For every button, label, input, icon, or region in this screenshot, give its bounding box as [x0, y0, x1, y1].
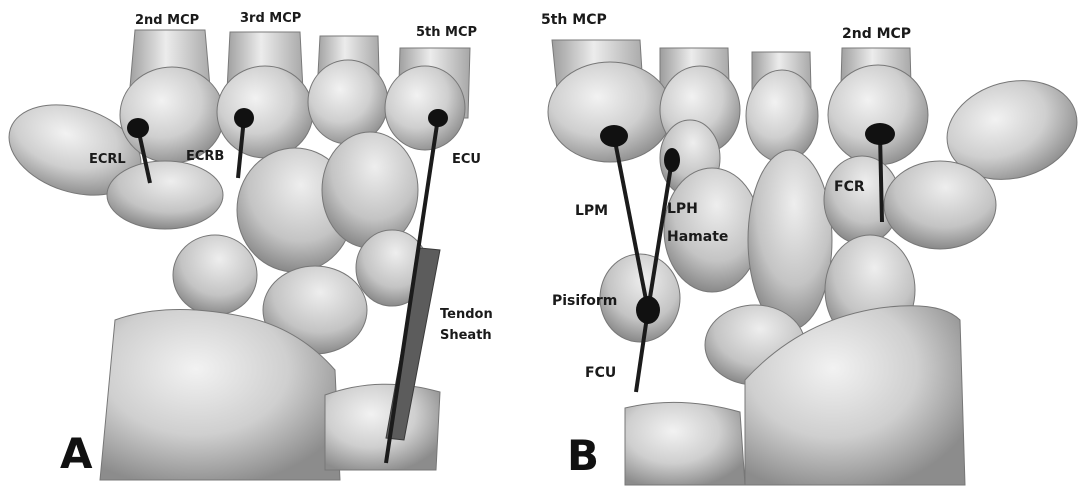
label-ecu: ECU	[452, 152, 481, 167]
hamate-a	[322, 132, 418, 248]
ecrb-insertion	[234, 108, 254, 128]
label-tendon-sheath-line1: Tendon	[440, 307, 493, 322]
ulna-a	[325, 384, 440, 470]
label-hamate: Hamate	[667, 229, 728, 245]
lpm-insertion	[600, 125, 628, 147]
metacarpal-4-base-a	[308, 60, 388, 144]
label-pisiform: Pisiform	[552, 293, 617, 309]
panel-letter-a: A	[60, 429, 93, 478]
fcr-insertion	[865, 123, 895, 145]
metacarpal-5-base-a	[385, 66, 465, 150]
label-lph: LPH	[667, 201, 698, 217]
ulna-b	[625, 402, 745, 485]
label-ecrb: ECRB	[186, 149, 224, 164]
metacarpal-3-base-a	[217, 66, 313, 158]
trapezium-a	[107, 161, 223, 229]
label-ecrl: ECRL	[89, 152, 126, 167]
label-lpm: LPM	[575, 203, 608, 219]
panel-letter-b: B	[567, 431, 599, 480]
capitate-b	[748, 150, 832, 330]
label-2nd-mcp-a: 2nd MCP	[135, 13, 199, 28]
label-fcu: FCU	[585, 365, 616, 381]
lph-insertion	[664, 148, 680, 172]
label-5th-mcp-b: 5th MCP	[541, 12, 607, 28]
metacarpal-3-base-b	[746, 70, 818, 162]
metacarpal-2-base-b	[828, 65, 928, 165]
label-5th-mcp-a: 5th MCP	[416, 25, 477, 40]
pisiform-attachment	[636, 296, 660, 324]
label-tendon-sheath-line2: Sheath	[440, 328, 492, 343]
fcr-tendon	[880, 134, 882, 222]
metacarpal-5-base-b	[548, 62, 672, 162]
label-3rd-mcp-a: 3rd MCP	[240, 11, 301, 26]
label-2nd-mcp-b: 2nd MCP	[842, 26, 911, 42]
label-fcr: FCR	[834, 179, 865, 195]
panel-b: 5th MCP 2nd MCP LPM LPH Hamate Pisiform …	[541, 12, 1082, 485]
panel-a: 2nd MCP 3rd MCP 5th MCP ECRL ECRB ECU Te…	[0, 11, 493, 480]
ecu-insertion	[428, 109, 448, 127]
trapezium-b	[884, 161, 996, 249]
ecrl-insertion	[127, 118, 149, 138]
scaphoid-a	[173, 235, 257, 315]
